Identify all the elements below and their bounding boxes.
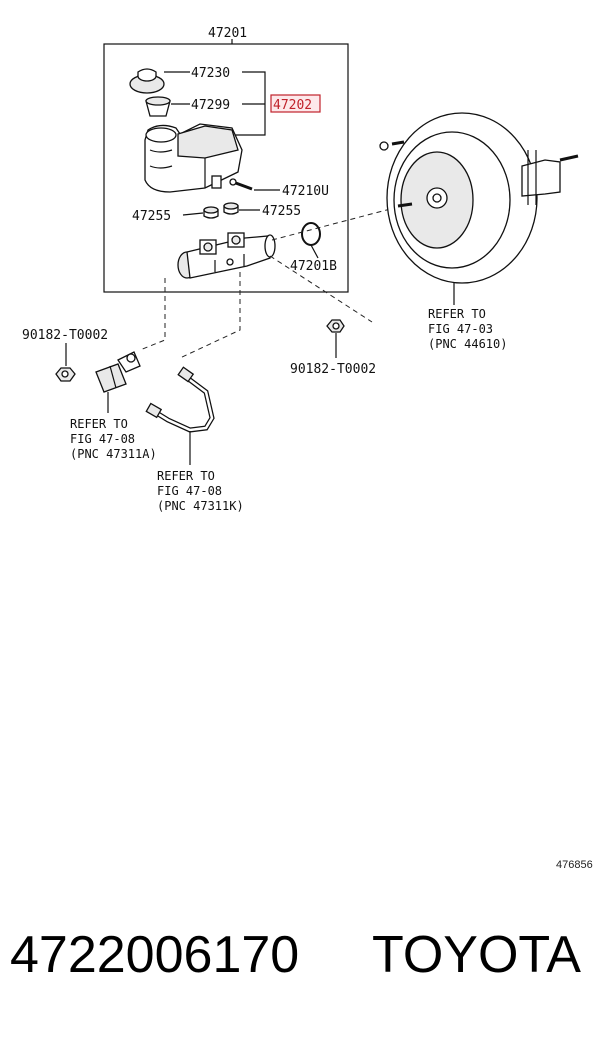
refer-booster-line3: (PNC 44610) [428,337,507,351]
callout-90182-right: 90182-T0002 [290,362,376,377]
callout-47255-right: 47255 [262,204,301,219]
callout-47201: 47201 [208,26,247,41]
master-cylinder-icon [177,232,276,279]
callout-47202: 47202 [273,98,312,113]
brake-tube-icon [145,366,215,433]
callout-47201B: 47201B [290,259,337,274]
strainer-icon [145,96,171,117]
nut-left-icon [55,367,76,382]
brake-booster-icon [379,112,579,284]
grommet-left-icon [203,206,219,219]
part-number: 4722006170 [10,926,300,984]
refer-valve-line2: FIG 47-08 [70,432,135,446]
callout-47210U: 47210U [282,184,329,199]
o-ring-icon [301,222,321,246]
callout-47230: 47230 [191,66,230,81]
callout-47299: 47299 [191,98,230,113]
image-id: 476856 [556,859,593,871]
proportioning-valve-icon [95,351,141,393]
highlight-box [270,94,321,113]
nut-right-icon [326,319,345,333]
refer-tube-line1: REFER TO [157,469,215,483]
reservoir-cap-icon [129,68,165,94]
reservoir-tank-icon [144,123,243,193]
refer-valve-line1: REFER TO [70,417,128,431]
refer-valve-line3: (PNC 47311A) [70,447,157,461]
refer-booster-line1: REFER TO [428,307,486,321]
reservoir-pin-icon [229,178,253,191]
footer: 4722006170 TOYOTA [0,915,600,1025]
refer-booster-line2: FIG 47-03 [428,322,493,336]
assembly-frame [103,43,349,293]
callout-90182-left: 90182-T0002 [22,328,108,343]
refer-tube-line3: (PNC 47311K) [157,499,244,513]
brand-name: TOYOTA [372,926,581,984]
callout-47255-left: 47255 [132,209,171,224]
refer-tube-line2: FIG 47-08 [157,484,222,498]
grommet-right-icon [223,202,239,215]
